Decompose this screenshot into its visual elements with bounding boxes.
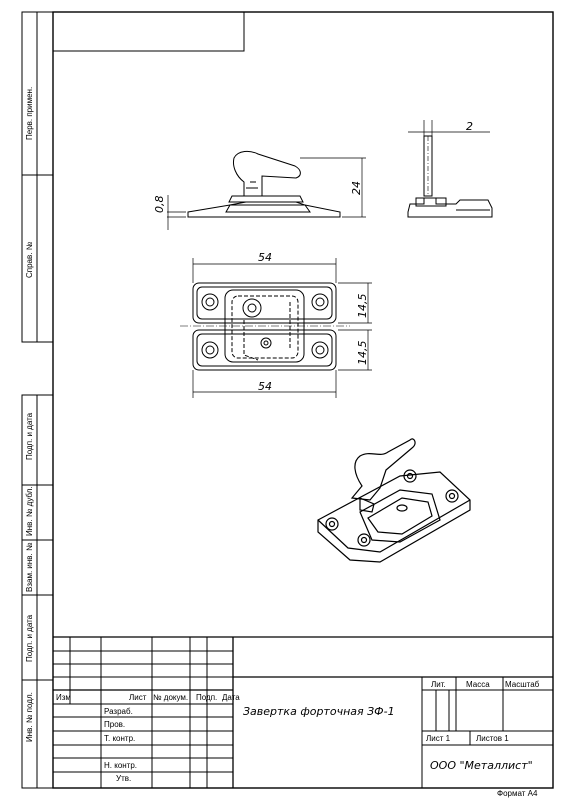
side-label-sprav-no: Справ. № [25,241,34,278]
dim-width-bottom: 54 [258,380,272,393]
tb-col-massa: Масса [466,680,490,689]
tb-col-dokum: № докум. [153,693,189,702]
tb-product-name: Завертка форточная ЗФ-1 [243,705,395,718]
side-label-podp-data-1: Подп. и дата [25,412,34,460]
front-view [167,150,366,230]
dim-front-thickness: 0,8 [153,195,166,214]
side-label-vzam-inv: Взам. инв. № [25,542,34,592]
tb-col-lit: Лит. [431,680,446,689]
tb-row-tkontr: Т. контр. [104,734,136,743]
tb-organization: ООО "Металлист" [430,759,533,772]
tb-col-data: Дата [222,693,240,702]
dim-side-thickness: 2 [466,120,473,133]
top-view [180,258,372,398]
tb-row-razrab: Разраб. [104,707,133,716]
tb-col-podp: Подп. [196,693,218,702]
side-label-inv-podl: Инв. № подл. [25,692,34,742]
tb-row-utv: Утв. [116,774,132,783]
tb-col-list: Лист [129,693,147,702]
tb-sheet: Лист 1 [426,734,451,743]
tb-format: Формат А4 [497,789,538,798]
tb-row-nkontr: Н. контр. [104,761,138,770]
side-label-perv-primen: Перв. примен. [25,86,34,140]
isometric-view [317,438,471,563]
tb-col-masshtab: Масштаб [505,680,540,689]
top-left-stamp [52,11,245,52]
side-view [407,120,493,218]
tb-col-izm: Изм [56,693,71,702]
dim-width-top: 54 [258,251,272,264]
dim-height: 24 [350,181,363,195]
side-label-podp-data-2: Подп. и дата [25,614,34,662]
title-block [53,636,553,788]
side-label-inv-dubl: Инв. № дубл. [25,486,34,536]
dim-half-top: 14,5 [356,293,369,319]
dim-half-bottom: 14,5 [356,340,369,366]
tb-sheets: Листов 1 [476,734,509,743]
sheet-frame [52,11,554,789]
tb-row-prov: Пров. [104,720,126,729]
